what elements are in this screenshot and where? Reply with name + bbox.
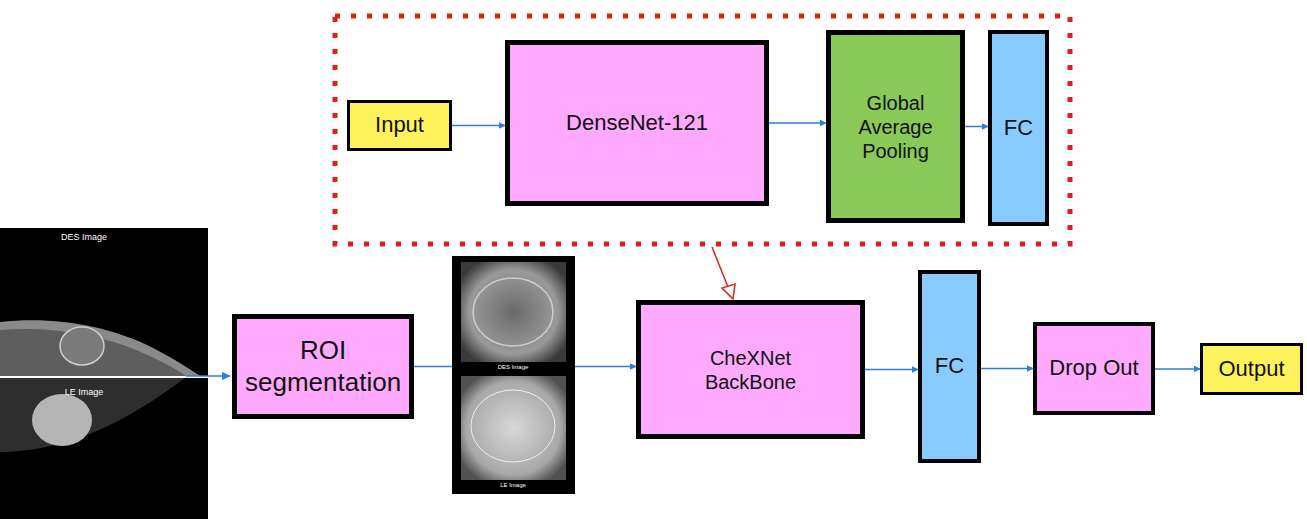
node-label: Drop Out bbox=[1049, 355, 1138, 381]
dropout-box: Drop Out bbox=[1033, 322, 1155, 415]
roi-image bbox=[452, 256, 575, 494]
roi-le-lesion bbox=[471, 390, 555, 462]
roi-des-crop bbox=[461, 262, 566, 362]
des-lesion bbox=[60, 327, 104, 365]
output-box: Output bbox=[1200, 343, 1303, 395]
le-image bbox=[0, 378, 208, 519]
le-breast bbox=[0, 378, 185, 452]
flow-arrowhead bbox=[222, 372, 231, 380]
des-breast bbox=[0, 320, 200, 376]
flow-arrow bbox=[981, 368, 1033, 370]
image-caption: LE Image bbox=[65, 388, 104, 398]
image-caption: LE Image bbox=[500, 482, 526, 489]
node-label: FC bbox=[935, 353, 964, 379]
node-label: FC bbox=[1004, 115, 1033, 141]
node-label: Input bbox=[375, 112, 424, 138]
input-box: Input bbox=[347, 100, 452, 151]
image-caption: DES Image bbox=[498, 364, 529, 371]
roi-des-lesion bbox=[473, 278, 553, 346]
image-caption: DES Image bbox=[61, 233, 107, 243]
fc-box: FC bbox=[918, 270, 981, 463]
node-label: CheXNet BackBone bbox=[689, 346, 812, 394]
des-image bbox=[0, 228, 208, 376]
le-lesion bbox=[32, 394, 92, 446]
backbone-box: CheXNet BackBone bbox=[636, 300, 865, 439]
node-label: Output bbox=[1218, 356, 1284, 382]
roi-le-crop bbox=[461, 376, 566, 480]
fc-box: FC bbox=[988, 30, 1049, 226]
callout-arrow bbox=[712, 247, 728, 287]
dotted-region bbox=[335, 16, 1070, 244]
process-box: ROI segmentation bbox=[232, 314, 414, 419]
flow-arrow bbox=[865, 369, 918, 371]
network-box: DenseNet-121 bbox=[505, 40, 769, 206]
flow-arrow bbox=[769, 122, 826, 124]
flow-arrow bbox=[1155, 368, 1200, 370]
callout-arrowhead bbox=[722, 284, 735, 299]
flow-arrow bbox=[965, 126, 988, 128]
flow-arrow bbox=[186, 375, 222, 377]
flow-arrow bbox=[452, 125, 505, 127]
node-label: DenseNet-121 bbox=[566, 110, 708, 136]
node-label: ROI segmentation bbox=[245, 335, 401, 397]
node-label: Global Average Pooling bbox=[837, 91, 954, 163]
pooling-box: Global Average Pooling bbox=[826, 30, 965, 223]
